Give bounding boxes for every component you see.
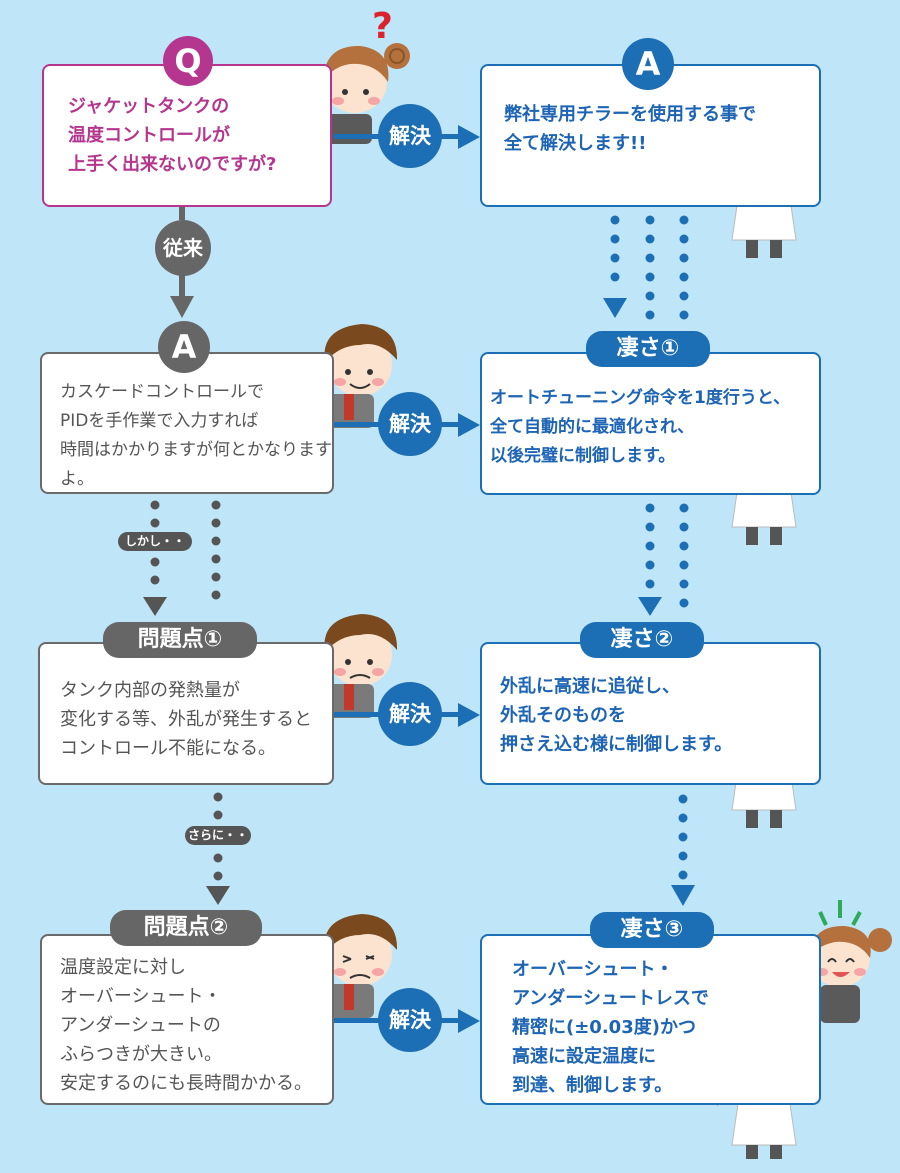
- problem2-text: 温度設定に対し オーバーシュート・ アンダーシュートの ふらつきが大きい。 安定…: [60, 957, 312, 1094]
- solve-arrow-line: [440, 422, 462, 427]
- conventional-answer-box: [40, 352, 334, 494]
- conventional-badge: 従来: [155, 220, 211, 276]
- solve-arrow-line: [334, 1018, 404, 1023]
- connector-however: しかし・・: [118, 532, 192, 551]
- answer-badge: A: [622, 38, 674, 90]
- solve-badge: 解決: [378, 682, 442, 746]
- solve-arrow-line: [440, 1018, 462, 1023]
- down-arrow-icon: [671, 885, 695, 906]
- merit1-box: [480, 352, 821, 495]
- solve-badge: 解決: [378, 392, 442, 456]
- boy-pointing-illustration: [304, 324, 398, 428]
- woman-happy-illustration: [796, 900, 892, 1023]
- solve-badge: 解決: [378, 104, 442, 168]
- question-badge: Q: [163, 36, 213, 86]
- down-arrow-icon: [143, 597, 167, 616]
- question-text: ジャケットタンクの 温度コントロールが 上手く出来ないのですが?: [68, 96, 277, 175]
- solve-arrow-line: [334, 712, 404, 717]
- merit3-title: 凄さ③: [590, 912, 714, 948]
- solve-arrow-line: [334, 134, 404, 139]
- merit2-title: 凄さ②: [580, 622, 704, 658]
- connector-furthermore: さらに・・: [185, 826, 251, 845]
- solve-badge: 解決: [378, 988, 442, 1052]
- solve-arrow-line: [334, 422, 404, 427]
- conventional-answer-badge: A: [158, 321, 210, 373]
- down-arrow-icon: [206, 886, 230, 905]
- merit1-title: 凄さ①: [586, 331, 710, 367]
- right-arrow-icon: [458, 413, 480, 437]
- problem1-title: 問題点①: [103, 622, 257, 658]
- question-box: [42, 64, 332, 207]
- right-arrow-icon: [458, 125, 480, 149]
- problem2-title: 問題点②: [110, 910, 262, 946]
- down-arrow-icon: [638, 597, 662, 616]
- merit2-text: 外乱に高速に追従し、 外乱そのものを 押さえ込む様に制御します。: [500, 676, 733, 755]
- down-arrow-icon: [170, 296, 194, 318]
- down-arrow-icon: [603, 298, 627, 318]
- problem1-text: タンク内部の発熱量が 変化する等、外乱が発生すると コントロール不能になる。: [60, 680, 312, 759]
- boy-pointing-illustration: [304, 614, 398, 718]
- solve-arrow-line: [440, 712, 462, 717]
- merit3-text: オーバーシュート・ アンダーシュートレスで 精密に(±0.03度)かつ 高速に設…: [512, 959, 709, 1096]
- conventional-answer-text: カスケードコントロールで PIDを手作業で入力すれば 時間はかかりますが何とかな…: [60, 382, 332, 489]
- right-arrow-icon: [458, 703, 480, 727]
- merit1-text: オートチューニング命令を1度行うと、 全て自動的に最適化され、 以後完璧に制御し…: [490, 388, 791, 466]
- answer-text: 弊社専用チラーを使用する事で 全て解決します!!: [504, 104, 756, 154]
- solve-arrow-line: [440, 134, 462, 139]
- right-arrow-icon: [458, 1009, 480, 1033]
- question-mark-icon: ?: [372, 6, 393, 47]
